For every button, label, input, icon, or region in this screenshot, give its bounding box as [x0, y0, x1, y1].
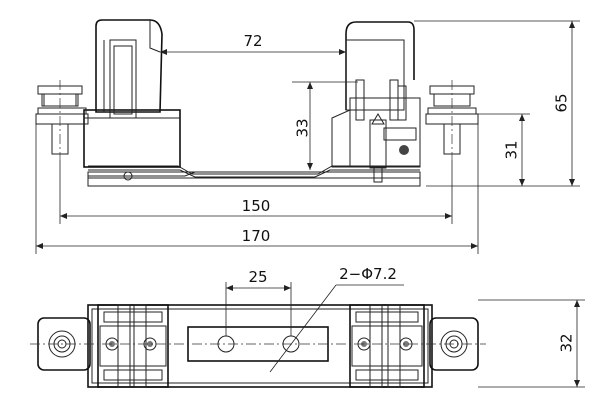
dim-150-label: 150: [242, 197, 271, 215]
right-clip-assembly-top: [349, 304, 425, 388]
left-terminal-tab: [37, 317, 91, 371]
left-clip-assembly-top: [97, 304, 169, 388]
contact-strap: [88, 169, 420, 178]
dim-170-label: 170: [242, 227, 271, 245]
dim-65-label: 65: [553, 93, 571, 112]
top-base-outline: [87, 304, 433, 388]
dimension-72: 72: [160, 32, 346, 55]
top-view: [30, 304, 486, 388]
dimension-170: 170: [35, 124, 479, 254]
base-screw: [123, 171, 133, 181]
dimension-150: 150: [59, 160, 453, 224]
right-fuse-clip-section: [331, 21, 421, 183]
dimension-33: 33: [292, 81, 358, 170]
left-terminal-bolt: [35, 80, 89, 160]
dimension-32: 32: [478, 299, 585, 388]
dimension-65: 65: [414, 20, 580, 187]
right-terminal-bolt: [425, 80, 479, 160]
dim-33-label: 33: [294, 118, 312, 137]
hole-callout-label: 2−Φ7.2: [339, 265, 397, 283]
dimension-25: 25: [225, 268, 292, 336]
front-view: [35, 19, 479, 187]
dim-31-label: 31: [503, 140, 521, 159]
hole-callout: 2−Φ7.2: [269, 265, 404, 373]
dimension-31: 31: [478, 113, 530, 186]
left-fuse-clip: [95, 19, 163, 119]
left-terminal-block: [83, 109, 181, 168]
dim-32-label: 32: [558, 333, 576, 352]
dim-72-label: 72: [243, 32, 262, 50]
contact-strap-inner: [88, 165, 420, 175]
dim-25-label: 25: [248, 268, 267, 286]
